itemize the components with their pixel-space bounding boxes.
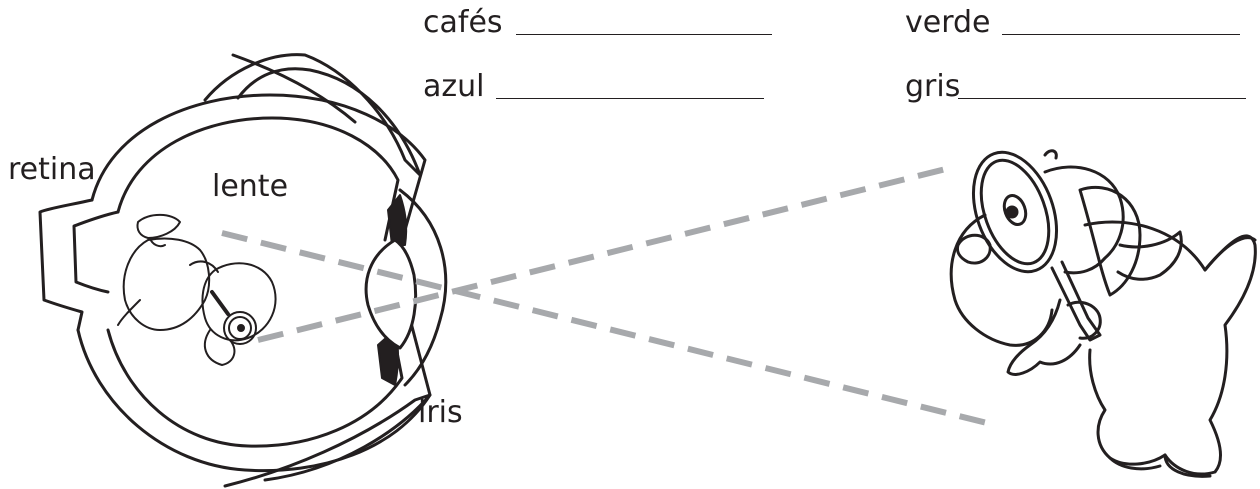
inverted-magnifier-handle: [212, 292, 228, 314]
dog-arm: [1008, 300, 1080, 374]
eyeball-inner-wall: [108, 118, 402, 446]
dog-body: [1085, 222, 1255, 474]
dog-with-magnifier: [951, 141, 1255, 477]
choice-gris-blank[interactable]: [958, 98, 1246, 99]
choice-gris-label: gris: [905, 72, 960, 102]
optic-nerve: [40, 200, 118, 330]
dog-tuft: [1045, 151, 1056, 158]
dog-collar: [1118, 232, 1181, 279]
choice-cafes-blank[interactable]: [516, 34, 772, 35]
dog-pupil: [1007, 207, 1017, 217]
choice-cafes-label: cafés: [423, 8, 503, 38]
iris-upper: [388, 195, 406, 245]
label-lens: lente: [212, 172, 288, 202]
choice-azul-blank[interactable]: [496, 98, 764, 99]
label-retina: retina: [8, 155, 96, 185]
label-iris: iris: [418, 398, 463, 428]
lens: [366, 240, 416, 348]
light-rays: [222, 168, 995, 425]
ray-top-to-bottom: [222, 233, 995, 425]
ray-bottom-to-top: [258, 168, 950, 340]
dog-snout: [951, 215, 1052, 345]
inverted-dog-image: [118, 215, 276, 365]
eye-cross-section: [40, 55, 446, 486]
choice-verde-label: verde: [905, 8, 991, 38]
choice-verde-blank[interactable]: [1002, 34, 1240, 35]
inverted-dog-body: [124, 238, 209, 330]
lower-eyelid: [225, 395, 430, 486]
choice-azul-label: azul: [423, 72, 484, 102]
upper-eyelid: [205, 55, 420, 175]
inverted-dog-eye: [238, 325, 244, 331]
